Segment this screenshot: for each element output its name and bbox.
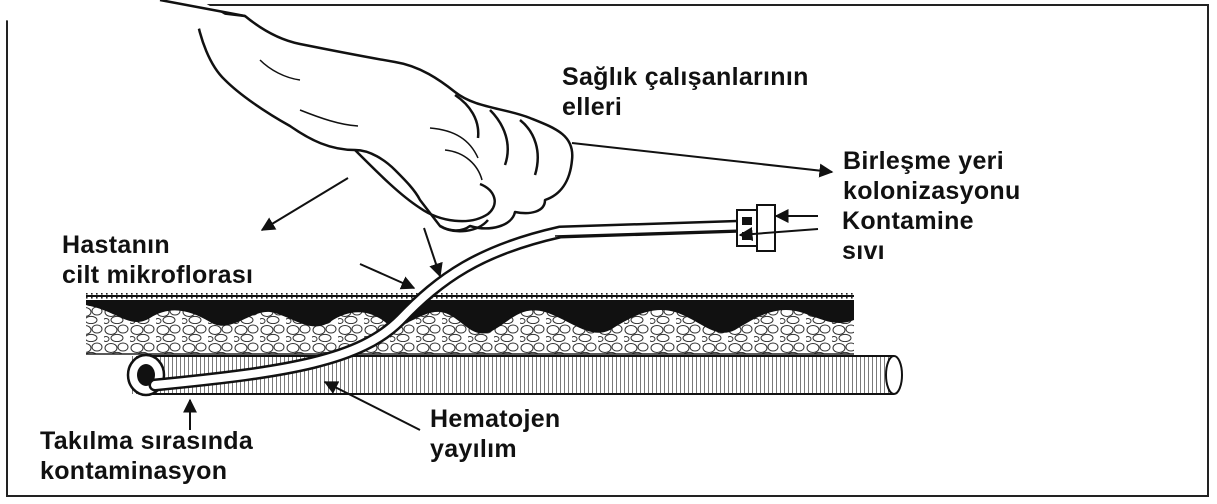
arrow-skin-flora (360, 264, 414, 288)
arrow-to-junction (572, 143, 832, 172)
tissue-section (86, 292, 854, 354)
hand-illustration (0, 0, 572, 231)
arrow-hand-to-skin-down (424, 228, 440, 276)
catheter-hub (737, 205, 775, 251)
arrow-hand-to-skin-left (262, 178, 348, 230)
